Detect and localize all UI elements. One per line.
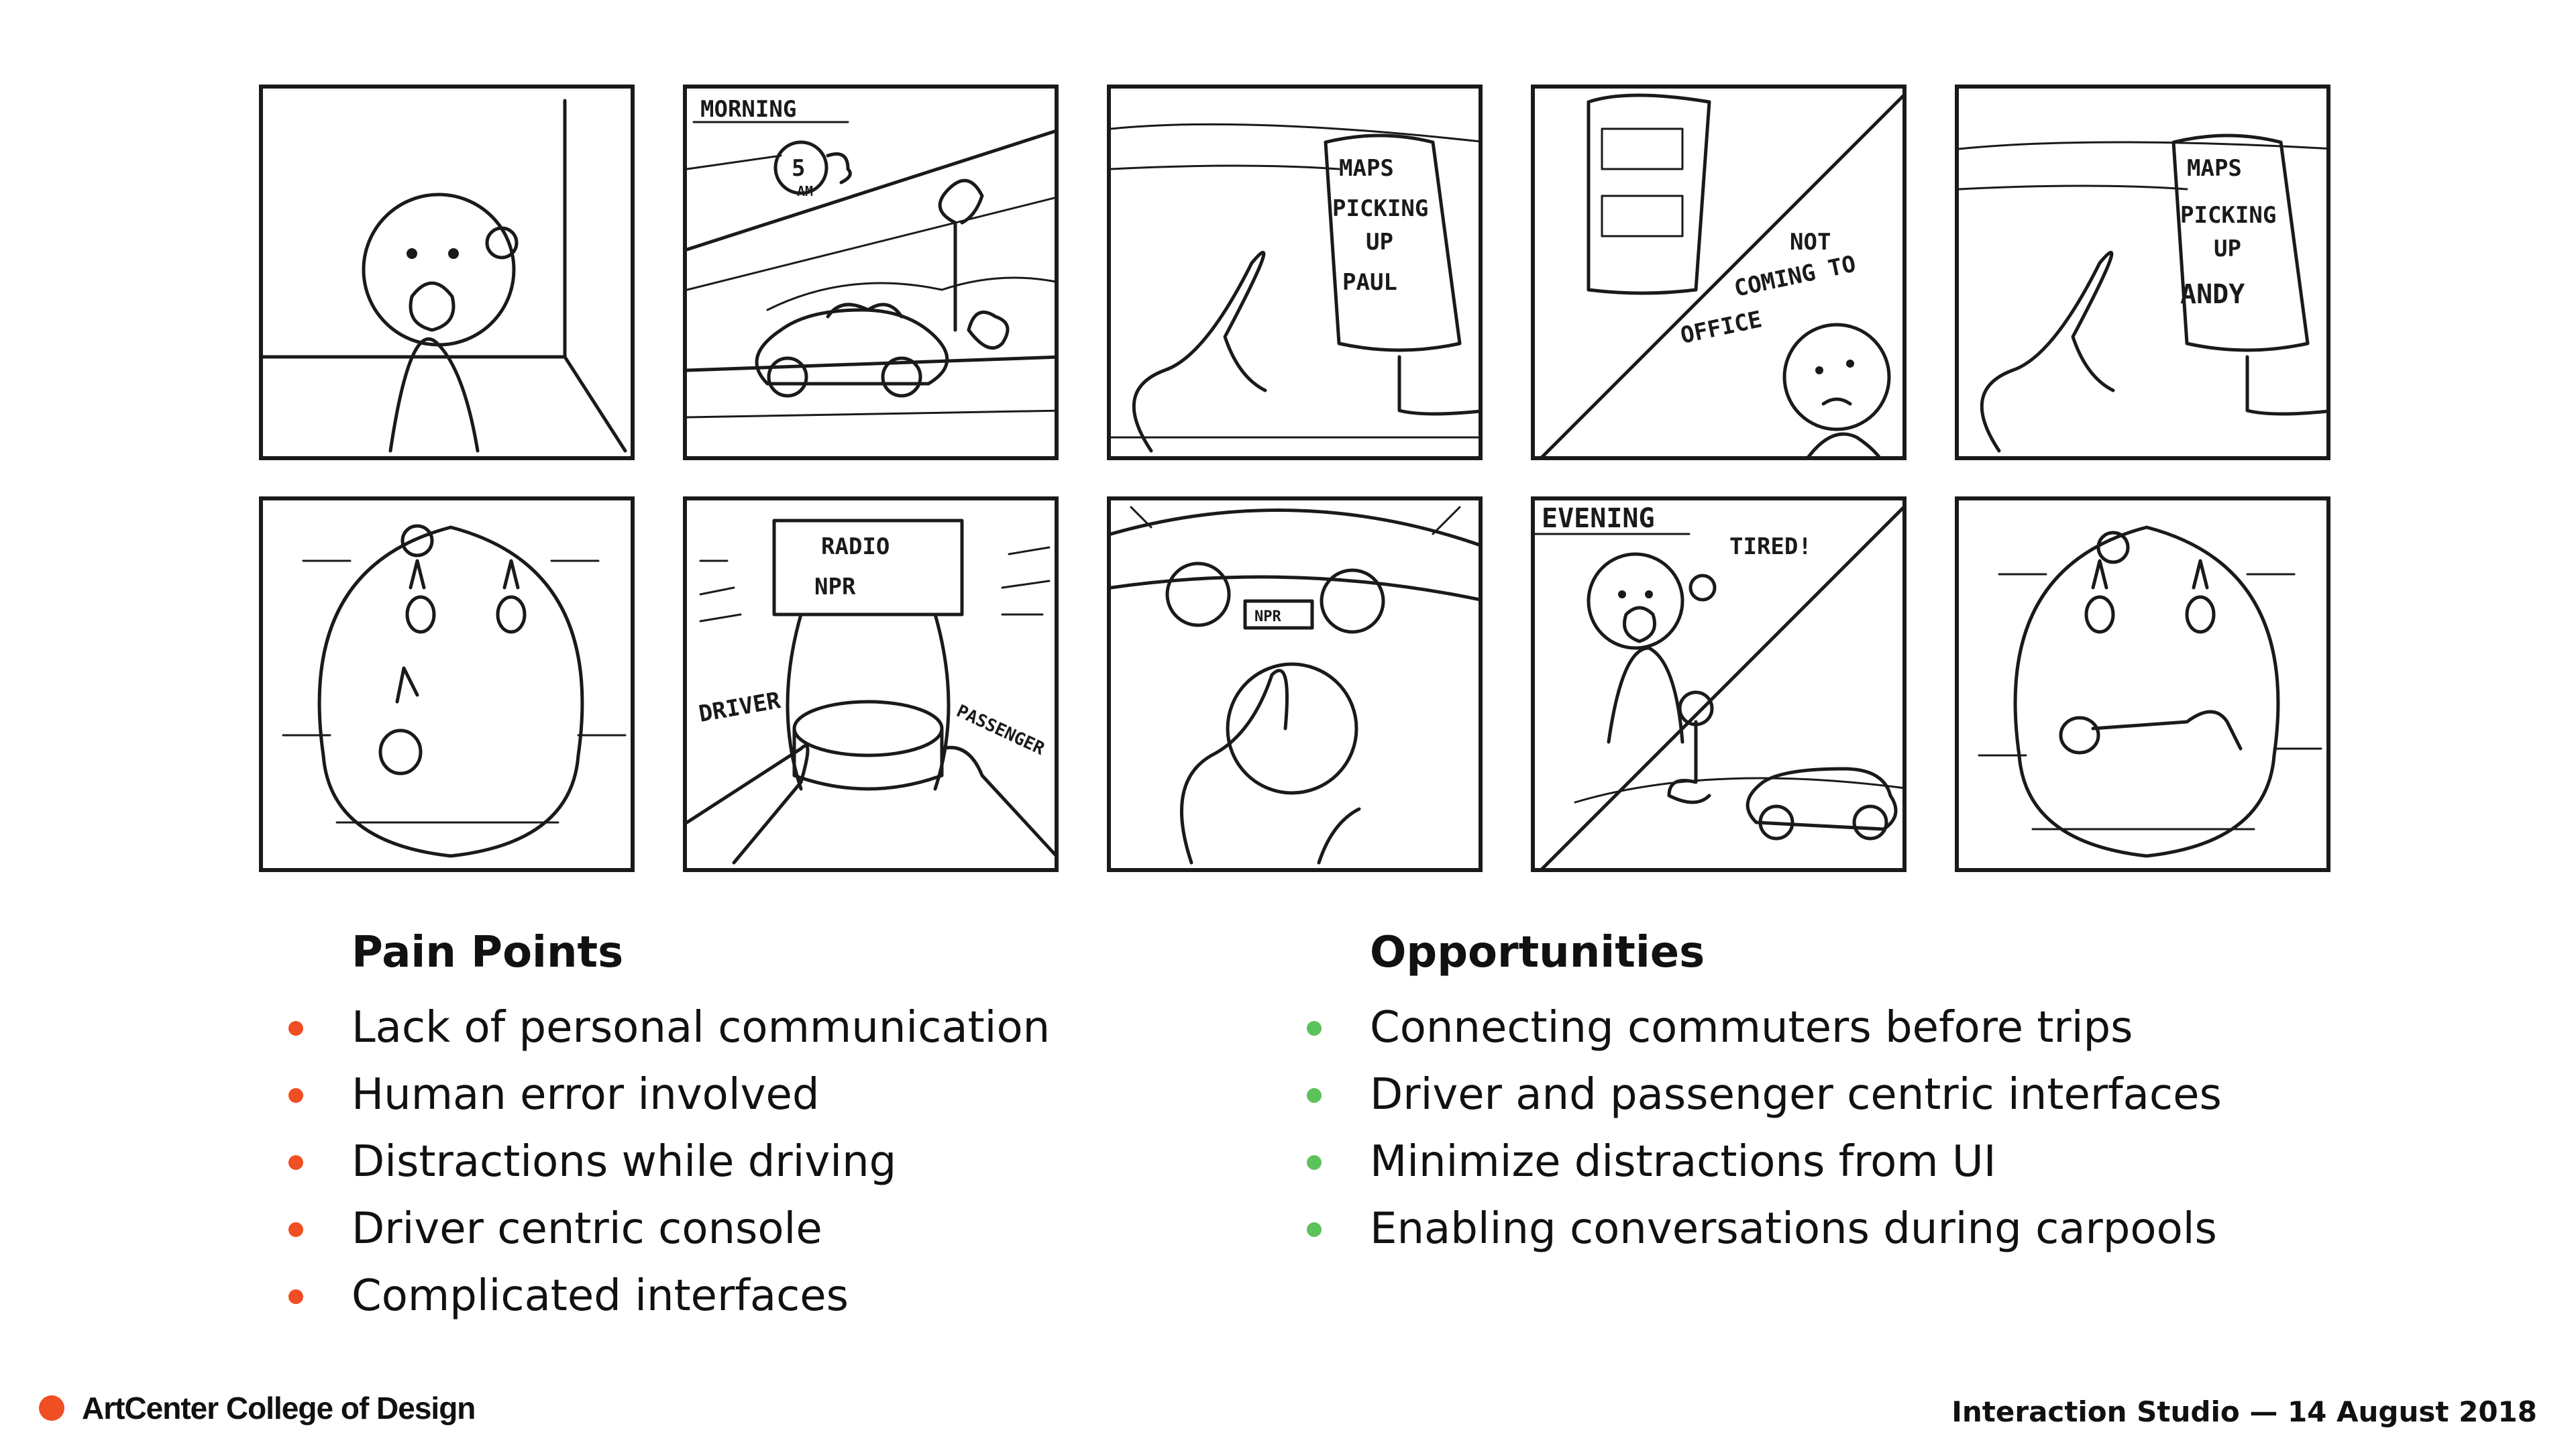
sketch-npr-dashboard: NPR (1111, 506, 1479, 865)
label-maps-2: MAPS (2187, 155, 2242, 182)
label-andy: ANDY (2180, 279, 2245, 310)
opportunity-item-label: Minimize distractions from UI (1370, 1137, 1996, 1187)
opportunities-title: Opportunities (1370, 928, 1705, 977)
opportunity-item: Enabling conversations during carpools (1307, 1195, 2222, 1263)
storyboard-panel-10 (1955, 496, 2330, 872)
sketch-maps-andy: MAPS PICKING UP ANDY (1959, 133, 2326, 453)
sketch-morning-car: MORNING 5 AM (687, 96, 1055, 419)
sketch-carpool-top-view (282, 524, 627, 858)
opportunity-item: Driver and passenger centric interfaces (1307, 1061, 2222, 1128)
label-npr-2: NPR (1254, 608, 1281, 625)
bullet-icon (288, 1088, 303, 1103)
pain-point-item-label: Driver centric console (352, 1204, 822, 1254)
label-sun: 5 (792, 155, 805, 182)
storyboard-panel-1 (259, 85, 635, 460)
pain-point-item: Driver centric console (288, 1195, 1050, 1263)
pain-points-title: Pain Points (352, 928, 624, 977)
storyboard-panel-2: MORNING 5 AM (683, 85, 1059, 460)
opportunity-item: Minimize distractions from UI (1307, 1128, 2222, 1195)
brand-name: ArtCenter College of Design (82, 1391, 476, 1426)
label-radio: RADIO (821, 533, 890, 560)
label-evening: EVENING (1542, 503, 1655, 534)
sketch-evening-tired: EVENING TIRED! (1535, 503, 1902, 868)
pain-point-item-label: Distractions while driving (352, 1137, 897, 1187)
opportunity-item-label: Connecting commuters before trips (1370, 1003, 2133, 1053)
label-paul: PAUL (1342, 269, 1397, 296)
sketch-maps-paul: MAPS PICKING UP PAUL (1111, 123, 1479, 453)
sketch-not-coming: NOT COMING TO OFFICE (1540, 93, 1902, 456)
pain-point-item: Lack of personal communication (288, 994, 1051, 1061)
bullet-icon (1307, 1222, 1322, 1237)
opportunity-item-label: Driver and passenger centric interfaces (1370, 1070, 2222, 1120)
label-up-1: UP (1366, 229, 1393, 256)
label-driver: DRIVER (697, 687, 783, 728)
bullet-icon (288, 1289, 303, 1304)
pain-points-section: Pain Points Lack of personal communicati… (288, 926, 1051, 1330)
bullet-icon (288, 1155, 303, 1170)
pain-point-item-label: Lack of personal communication (352, 1003, 1051, 1053)
pain-point-item-label: Human error involved (352, 1070, 820, 1120)
sketch-person-waking (263, 99, 627, 453)
pain-point-item: Distractions while driving (288, 1128, 1050, 1195)
storyboard-panel-6 (259, 496, 635, 872)
bullet-icon (1307, 1155, 1322, 1170)
label-coming-to: COMING TO (1732, 250, 1859, 302)
label-picking-1: PICKING (1332, 195, 1428, 222)
label-morning: MORNING (700, 96, 796, 123)
storyboard-panel-9: EVENING TIRED! (1531, 496, 1907, 872)
label-up-2: UP (2214, 235, 2241, 262)
label-tired: TIRED! (1729, 533, 1812, 560)
storyboard-panel-4: NOT COMING TO OFFICE (1531, 85, 1907, 460)
bullet-icon (1307, 1088, 1322, 1103)
label-am: AM (797, 183, 813, 199)
storyboard-panel-8: NPR (1107, 496, 1483, 872)
opportunity-item: Connecting commuters before trips (1307, 994, 2222, 1061)
storyboard-grid: MORNING 5 AM MAPS PICKING U (259, 85, 2330, 872)
label-not: NOT (1790, 229, 1831, 256)
brand-dot-icon (39, 1395, 64, 1421)
label-npr-1: NPR (814, 574, 856, 600)
bullet-icon (288, 1222, 303, 1237)
storyboard-panel-3: MAPS PICKING UP PAUL (1107, 85, 1483, 460)
label-passenger: PASSENGER (953, 701, 1048, 759)
label-office: OFFICE (1678, 306, 1764, 350)
pain-point-item: Complicated interfaces (288, 1263, 1050, 1330)
footer-course: Interaction Studio — 14 August 2018 (1951, 1395, 2537, 1428)
bullet-icon (1307, 1021, 1322, 1036)
sketch-carpool-relaxing (1978, 525, 2322, 858)
sketch-radio-console: RADIO NPR DRIVER PASSENGER (687, 519, 1055, 865)
footer-brand: ArtCenter College of Design (39, 1390, 476, 1426)
pain-point-item: Human error involved (288, 1061, 1050, 1128)
opportunities-section: Opportunities Connecting commuters befor… (1307, 926, 2222, 1263)
storyboard-panel-7: RADIO NPR DRIVER PASSENGER (683, 496, 1059, 872)
bullet-icon (288, 1021, 303, 1036)
opportunity-item-label: Enabling conversations during carpools (1370, 1204, 2217, 1254)
pain-point-item-label: Complicated interfaces (352, 1271, 849, 1321)
label-maps-1: MAPS (1339, 155, 1394, 182)
label-picking-2: PICKING (2180, 202, 2276, 229)
storyboard-panel-5: MAPS PICKING UP ANDY (1955, 85, 2330, 460)
